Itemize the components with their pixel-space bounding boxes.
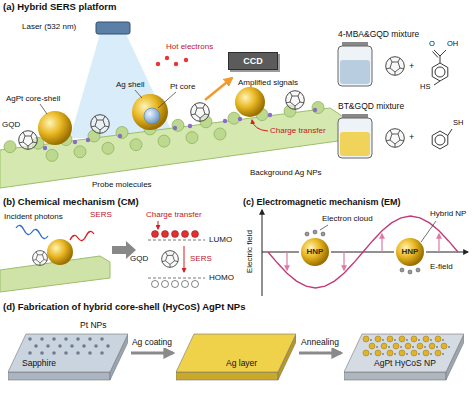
level-label: LUMO — [209, 235, 232, 244]
panel-title: (a) Hybrid SERS platform — [3, 2, 117, 13]
atom-label: SH — [453, 119, 463, 128]
part-label: Hybrid NP — [430, 209, 466, 218]
callout-label: Hot electrons — [166, 42, 213, 51]
callout-label: Electron cloud — [322, 214, 373, 223]
callout-label: Incident photons — [4, 212, 63, 221]
part-label: GQD — [2, 120, 20, 129]
substrate-plate: AgPt HyCoS NP — [344, 318, 464, 388]
level-label: HOMO — [209, 273, 234, 282]
node-text: CCD — [243, 56, 263, 66]
chemical-mechanism — [0, 221, 205, 292]
callout-label: Charge transfer — [270, 126, 326, 135]
axis-label: Electric field — [245, 217, 254, 287]
callout-label: SERS — [190, 254, 212, 263]
atom-label: O — [429, 40, 435, 49]
part-label: Background Ag NPs — [250, 168, 322, 177]
process-arrow — [299, 352, 341, 355]
mixture-label: 4-MBA&GQD mixture — [338, 30, 419, 40]
process-arrow — [131, 352, 173, 355]
part-label: AgPt core-shell — [6, 94, 60, 103]
plus-sign: + — [409, 132, 414, 142]
edge-label: Ag coating — [131, 338, 173, 348]
panel-title: (c) Electromagnetic mechanism (EM) — [243, 197, 401, 207]
sers-platform — [0, 22, 452, 188]
callout-label: Amplified signals — [238, 78, 298, 87]
atom-label: OH — [447, 40, 458, 49]
particle-label: HNP — [307, 247, 324, 256]
node-text: AgPt HyCoS NP — [374, 359, 436, 369]
detector-box: CCD — [228, 52, 278, 70]
edge-label: Annealing — [300, 338, 340, 348]
plate-shape — [8, 318, 128, 388]
node-text: Sapphire — [22, 359, 56, 369]
part-label: Ag shell — [116, 80, 144, 89]
plus-sign: + — [409, 61, 414, 71]
mixture-label: BT&GQD mixture — [338, 102, 404, 112]
plate-shape — [344, 318, 464, 388]
part-label: Pt core — [170, 82, 195, 91]
callout-label: E-field — [430, 262, 453, 271]
part-label: Probe molecules — [92, 180, 152, 189]
substrate-plate: Pt NPsSapphire — [8, 318, 128, 388]
callout-label: SERS — [90, 210, 112, 219]
callout-label: Charge transfer — [146, 210, 202, 219]
part-label: GQD — [130, 254, 148, 263]
node-text: Ag layer — [226, 359, 257, 369]
node-text: Pt NPs — [80, 321, 106, 331]
atom-label: HS — [420, 83, 430, 92]
panel-title: (b) Chemical mechanism (CM) — [3, 197, 139, 208]
panel-title: (d) Fabrication of hybrid core-shell (Hy… — [3, 302, 245, 313]
substrate-plate: Ag layer — [176, 318, 296, 388]
particle-label: HNP — [402, 247, 419, 256]
plate-shape — [176, 318, 296, 388]
electromagnetic-mechanism — [262, 210, 468, 296]
laser-label: Laser (532 nm) — [22, 22, 76, 31]
